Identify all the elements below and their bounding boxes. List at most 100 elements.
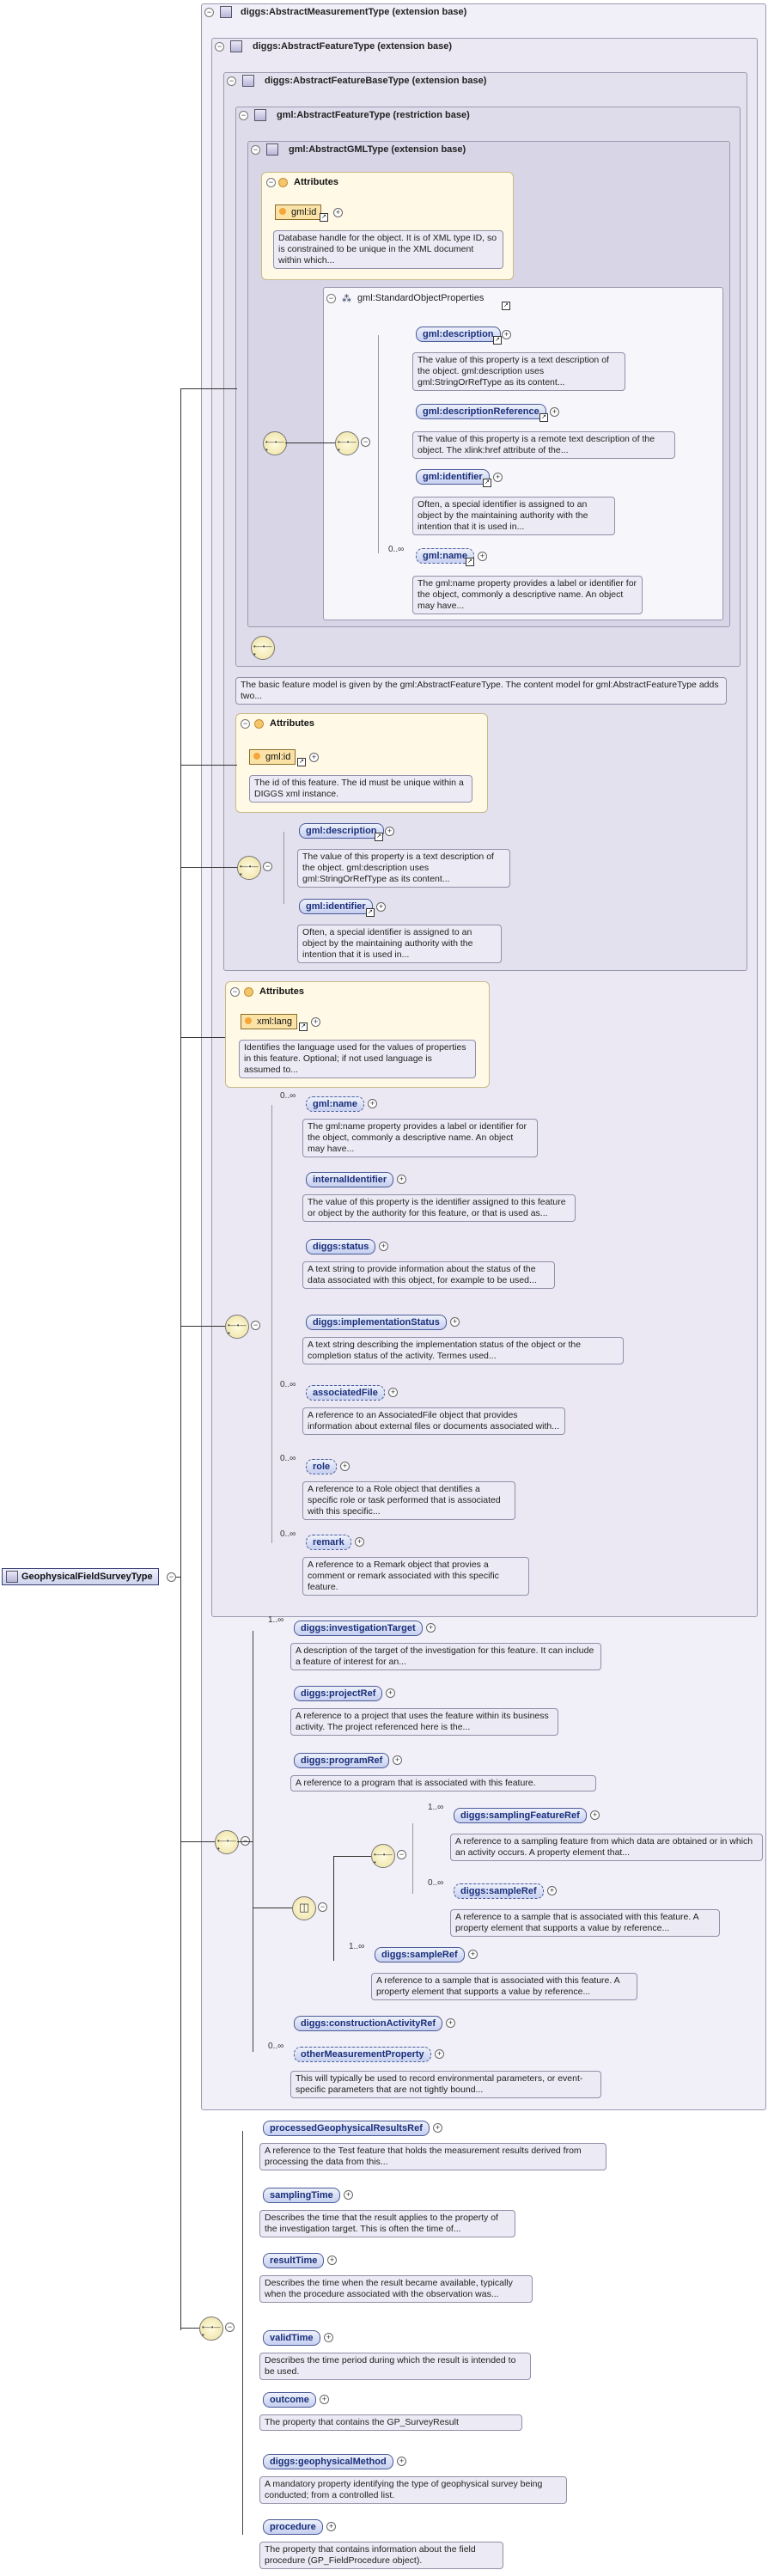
collapse-toggle[interactable]: −	[215, 42, 224, 52]
expand-toggle[interactable]: +	[368, 1099, 377, 1108]
expand-toggle[interactable]: +	[493, 473, 503, 482]
element-gml-identifier[interactable]: gml:identifier	[416, 469, 490, 485]
expand-toggle[interactable]: +	[320, 2395, 329, 2404]
element-validtime[interactable]: validTime	[263, 2330, 320, 2346]
element-outcome[interactable]: outcome	[263, 2392, 316, 2408]
expand-toggle[interactable]: +	[433, 2123, 442, 2133]
expand-toggle[interactable]: +	[426, 1623, 436, 1633]
reference-arrow-icon: ↗	[466, 558, 474, 566]
element-diggs-sampleref[interactable]: diggs:sampleRef	[454, 1883, 544, 1899]
collapse-toggle[interactable]: −	[326, 294, 336, 303]
element-gml-description[interactable]: gml:description	[416, 327, 501, 342]
expand-toggle[interactable]: +	[502, 330, 511, 339]
collapse-toggle[interactable]: −	[251, 145, 260, 155]
expand-toggle[interactable]: +	[385, 827, 394, 836]
element-gml-name[interactable]: gml:name	[416, 548, 474, 564]
expand-toggle[interactable]: +	[393, 1755, 402, 1765]
element-doc: The gml:name property provides a label o…	[302, 1119, 538, 1157]
element-doc: Describes the time that the result appli…	[259, 2210, 515, 2237]
expand-toggle[interactable]: +	[340, 1462, 350, 1471]
expand-toggle[interactable]: −	[167, 1572, 176, 1582]
connector	[180, 388, 237, 389]
collapse-toggle[interactable]: −	[227, 76, 236, 86]
expand-toggle[interactable]: +	[386, 1688, 395, 1698]
element-resulttime[interactable]: resultTime	[263, 2253, 325, 2268]
attribute-xml-lang[interactable]: xml:lang	[241, 1014, 297, 1029]
expand-toggle[interactable]: +	[311, 1017, 320, 1027]
expand-toggle[interactable]: +	[344, 2190, 353, 2200]
reference-arrow-icon: ↗	[539, 413, 548, 422]
element-gml-description[interactable]: gml:description	[299, 823, 384, 839]
element-gml-identifier[interactable]: gml:identifier	[299, 899, 373, 914]
element-diggs-geophysicalmethod[interactable]: diggs:geophysicalMethod	[263, 2454, 393, 2469]
expand-toggle[interactable]: +	[547, 1886, 557, 1895]
expand-toggle[interactable]: +	[326, 2522, 336, 2531]
element-processedgeophysicalresultsref[interactable]: processedGeophysicalResultsRef	[263, 2121, 430, 2136]
expand-toggle[interactable]: +	[450, 1317, 460, 1327]
expand-toggle[interactable]: +	[376, 902, 386, 912]
expand-toggle[interactable]: +	[446, 2018, 455, 2028]
connector	[180, 1841, 215, 1842]
element-diggs-programref[interactable]: diggs:programRef	[294, 1753, 390, 1768]
expand-toggle[interactable]: −	[263, 862, 272, 871]
element-diggs-projectref[interactable]: diggs:projectRef	[294, 1686, 383, 1701]
expand-toggle[interactable]: −	[241, 1836, 250, 1846]
root-element[interactable]: GeophysicalFieldSurveyType	[2, 1568, 159, 1585]
element-doc: A reference to an AssociatedFile object …	[302, 1407, 565, 1435]
expand-toggle[interactable]: +	[550, 407, 559, 417]
element-diggs-status[interactable]: diggs:status	[306, 1239, 376, 1254]
element-procedure[interactable]: procedure	[263, 2519, 323, 2535]
collapse-toggle[interactable]: −	[266, 178, 276, 187]
attribute-group-icon	[278, 178, 288, 187]
collapse-toggle[interactable]: −	[230, 987, 240, 997]
element-internalidentifier[interactable]: internalIdentifier	[306, 1172, 394, 1187]
expand-toggle[interactable]: −	[397, 1850, 406, 1859]
reference-arrow-icon: ↗	[299, 1022, 308, 1031]
element-diggs-sampleref[interactable]: diggs:sampleRef	[375, 1947, 465, 1963]
connector	[180, 765, 237, 766]
element-othermeasurementproperty[interactable]: otherMeasurementProperty	[294, 2047, 431, 2062]
element-diggs-samplingfeatureref[interactable]: diggs:samplingFeatureRef	[454, 1808, 587, 1823]
complex-type-icon	[6, 1571, 18, 1583]
collapse-toggle[interactable]: −	[241, 719, 250, 729]
expand-toggle[interactable]: −	[361, 437, 370, 447]
collapse-toggle[interactable]: −	[239, 111, 248, 120]
connector	[412, 1823, 413, 1894]
element-diggs-constructionactivityref[interactable]: diggs:constructionActivityRef	[294, 2016, 443, 2031]
element-remark[interactable]: remark	[306, 1535, 351, 1550]
complex-type-icon	[266, 143, 278, 156]
element-diggs-implementationstatus[interactable]: diggs:implementationStatus	[306, 1315, 447, 1330]
attribute-gml-id[interactable]: gml:id	[249, 749, 296, 765]
connector	[180, 1037, 225, 1038]
attribute-gml-id[interactable]: gml:id	[275, 204, 322, 220]
expand-toggle[interactable]: +	[478, 552, 487, 561]
expand-toggle[interactable]: −	[318, 1902, 327, 1912]
expand-toggle[interactable]: +	[388, 1388, 398, 1397]
element-doc: The value of this property is a text des…	[412, 352, 625, 391]
element-role[interactable]: role	[306, 1459, 338, 1474]
cardinality: 0..∞	[428, 1878, 444, 1888]
element-diggs-investigationtarget[interactable]: diggs:investigationTarget	[294, 1621, 423, 1636]
expand-toggle[interactable]: +	[435, 2049, 444, 2059]
element-samplingtime[interactable]: samplingTime	[263, 2188, 340, 2203]
sequence-icon	[263, 431, 287, 455]
expand-toggle[interactable]: +	[324, 2333, 333, 2342]
cardinality: 0..∞	[280, 1380, 296, 1389]
expand-toggle[interactable]: −	[225, 2323, 235, 2332]
element-gml-name[interactable]: gml:name	[306, 1096, 364, 1112]
expand-toggle[interactable]: +	[397, 2457, 406, 2466]
element-associatedfile[interactable]: associatedFile	[306, 1385, 385, 1401]
expand-toggle[interactable]: +	[468, 1950, 478, 1959]
expand-toggle[interactable]: +	[309, 753, 319, 762]
connector	[180, 388, 181, 2330]
expand-toggle[interactable]: +	[333, 208, 343, 217]
element-gml-description-reference[interactable]: gml:descriptionReference	[416, 404, 546, 419]
expand-toggle[interactable]: +	[355, 1537, 364, 1547]
expand-toggle[interactable]: +	[379, 1242, 388, 1251]
collapse-toggle[interactable]: −	[204, 8, 214, 17]
expand-toggle[interactable]: +	[397, 1175, 406, 1184]
expand-toggle[interactable]: −	[251, 1321, 260, 1330]
expand-toggle[interactable]: +	[327, 2256, 337, 2265]
expand-toggle[interactable]: +	[590, 1810, 600, 1820]
element-doc: A description of the target of the inves…	[290, 1643, 601, 1670]
